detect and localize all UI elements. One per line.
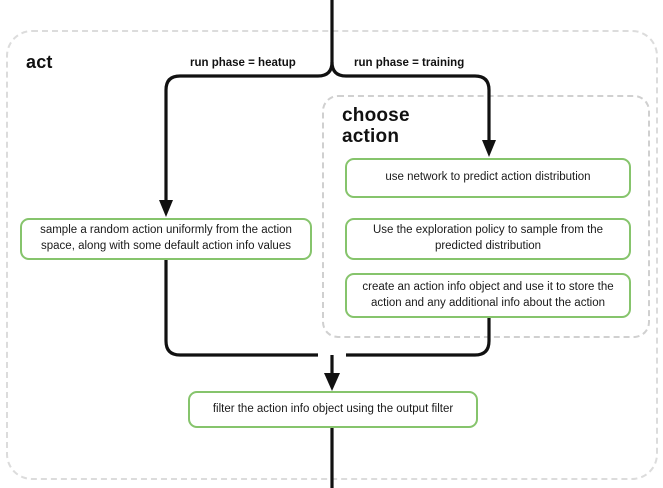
edge-label-run-phase-heatup: run phase = heatup xyxy=(190,57,296,69)
edge-label-run-phase-training: run phase = training xyxy=(354,57,465,69)
group-title-act: act xyxy=(26,52,53,72)
node-use-network-predict-distribution: use network to predict action distributi… xyxy=(345,158,631,198)
node-exploration-policy-sample: Use the exploration policy to sample fro… xyxy=(345,218,631,260)
node-filter-action-info-output-filter: filter the action info object using the … xyxy=(188,391,478,428)
node-create-action-info-object: create an action info object and use it … xyxy=(345,273,631,318)
node-sample-random-action: sample a random action uniformly from th… xyxy=(20,218,312,260)
group-title-choose-action: choose action xyxy=(342,105,410,148)
